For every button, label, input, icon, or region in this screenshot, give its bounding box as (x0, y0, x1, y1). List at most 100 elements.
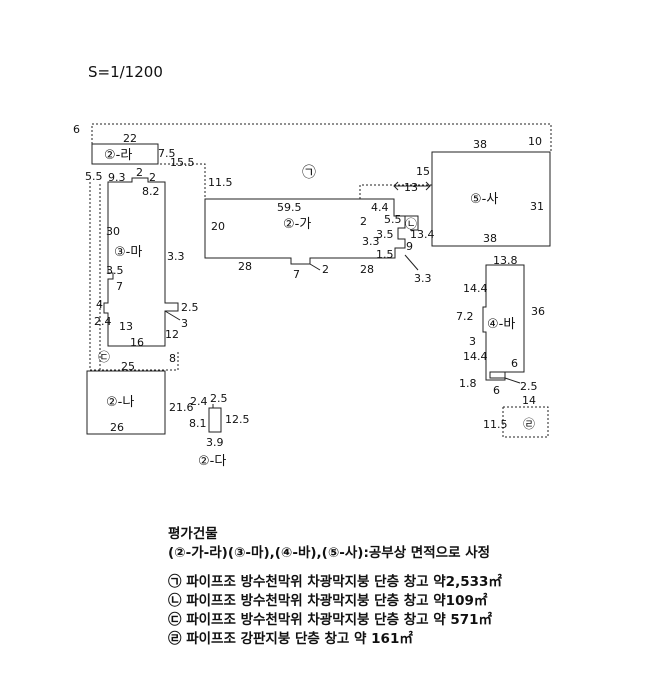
notes-heading: 평가건물 (168, 526, 218, 542)
marker-2: ㉡ (405, 217, 417, 231)
dim-label: 8.1 (189, 417, 207, 430)
dim-label: 2.4 (190, 395, 208, 408)
dim-label: 28 (360, 263, 374, 276)
arrow-13-left (393, 181, 399, 191)
notes-item-3: ㉢ 파이프조 방수천막위 차광막지붕 단층 창고 약 571㎡ (168, 612, 493, 628)
dim-label: 38 (483, 232, 497, 245)
dim-label: 9.3 (108, 171, 126, 184)
dim-label: 31 (530, 200, 544, 213)
arrow-13-right (425, 181, 431, 191)
dim-label: 1.5 (376, 248, 394, 261)
dim-label: 36 (531, 305, 545, 318)
dim-label: 38 (473, 138, 487, 151)
dim-label: 16 (130, 336, 144, 349)
dim-label: 30 (106, 225, 120, 238)
dotted-boundary-wall (89, 182, 179, 371)
label-building-5sa: ⑤-사 (470, 192, 498, 207)
dim-label: 15.5 (170, 156, 195, 169)
dim-label: 14 (522, 394, 536, 407)
dim-label: 13.4 (410, 228, 435, 241)
dim-label: 21.6 (169, 401, 194, 414)
building-2na (86, 370, 166, 435)
leader-3-3-low (404, 254, 419, 271)
dim-label: 12.5 (225, 413, 250, 426)
dotted-ra (502, 406, 549, 438)
structure-m2 (394, 215, 419, 231)
notes-item-4: ㉣ 파이프조 강판지붕 단층 창고 약 161㎡ (168, 631, 413, 647)
dim-label: 3 (181, 317, 188, 330)
dim-label: 1.8 (459, 377, 477, 390)
dim-label: 7.2 (456, 310, 474, 323)
dim-label: 2 (149, 171, 156, 184)
leader-2-bot (309, 263, 321, 271)
marker-4: ㉣ (523, 417, 535, 431)
dim-label: 8.2 (142, 185, 160, 198)
label-building-2na: ②-나 (106, 395, 134, 410)
notes-line1: (②-가-라)(③-마),(④-바),(⑤-사):공부상 면적으로 사정 (168, 545, 491, 561)
dim-label: 4.4 (371, 201, 389, 214)
label-building-2da: ②-다 (198, 454, 226, 469)
leader-2-5-ba (504, 377, 521, 384)
building-2da (208, 407, 222, 433)
dim-label: 13 (119, 320, 133, 333)
dim-label: 2.5 (181, 301, 199, 314)
building-2ra (91, 143, 159, 165)
dim-label: 6 (511, 357, 518, 370)
dim-label: 2.5 (520, 380, 538, 393)
dim-label: 3.9 (206, 436, 224, 449)
notes-item-2: ㉡ 파이프조 방수천막위 차광막지붕 단층 창고 약109㎡ (168, 593, 488, 609)
dim-label: 22 (123, 132, 137, 145)
dim-label: 3.5 (376, 228, 394, 241)
dim-label: 5.5 (384, 213, 402, 226)
dim-label: 26 (110, 421, 124, 434)
dim-label: 7.5 (158, 147, 176, 160)
dim-label: 5.5 (85, 170, 103, 183)
dim-label: 8 (169, 352, 176, 365)
dim-label: 4 (96, 298, 103, 311)
dim-label: 28 (238, 260, 252, 273)
dim-label: 20 (211, 220, 225, 233)
dim-label: 14.4 (463, 350, 488, 363)
dim-label: 13.8 (493, 254, 518, 267)
dim-label: 15 (416, 165, 430, 178)
dim-label: 6 (493, 384, 500, 397)
dim-label: 3.5 (106, 264, 124, 277)
dim-label: 59.5 (277, 201, 302, 214)
dim-label: 2 (322, 263, 329, 276)
label-building-3ma: ③-마 (114, 245, 142, 260)
dim-label: 3 (469, 335, 476, 348)
dotted-boundary-outer (91, 123, 552, 152)
dim-label: 2 (360, 215, 367, 228)
dim-label: 2.5 (210, 392, 228, 405)
building-3ma (103, 177, 179, 347)
label-building-2ga: ②-가 (283, 217, 311, 232)
dim-label: 2 (136, 166, 143, 179)
scale-label: S=1/1200 (88, 63, 163, 81)
dim-label: 12 (165, 328, 179, 341)
dim-label: 7 (293, 268, 300, 281)
dim-label: 3.3 (362, 235, 380, 248)
label-building-4ba: ④-바 (487, 317, 515, 332)
dim-label: 3.3 (414, 272, 432, 285)
dim-label: 11.5 (208, 176, 233, 189)
dim-label: 25 (121, 360, 135, 373)
dim-label: 11.5 (483, 418, 508, 431)
dim-label: 2.4 (94, 315, 112, 328)
dim-label: 10 (528, 135, 542, 148)
building-4ba (482, 264, 525, 381)
marker-1: ㉠ (302, 165, 316, 181)
dim-label: 6 (73, 123, 80, 136)
dim-label: 13 (404, 181, 418, 194)
marker-3: ㉢ (98, 350, 110, 364)
dim-label: 14.4 (463, 282, 488, 295)
label-building-2ra: ②-라 (104, 148, 132, 163)
notes-panel: 평가건물 (②-가-라)(③-마),(④-바),(⑤-사):공부상 면적으로 사… (168, 525, 502, 649)
dim-label: 7 (116, 280, 123, 293)
leader-3-ma (164, 310, 181, 321)
dim-label: 9 (406, 240, 413, 253)
notes-item-1: ㉠ 파이프조 방수천막위 차광막지붕 단층 창고 약2,533㎡ (168, 574, 502, 590)
dotted-boundary-mid (359, 152, 433, 199)
dim-label: 3.3 (167, 250, 185, 263)
building-5sa (431, 151, 551, 247)
